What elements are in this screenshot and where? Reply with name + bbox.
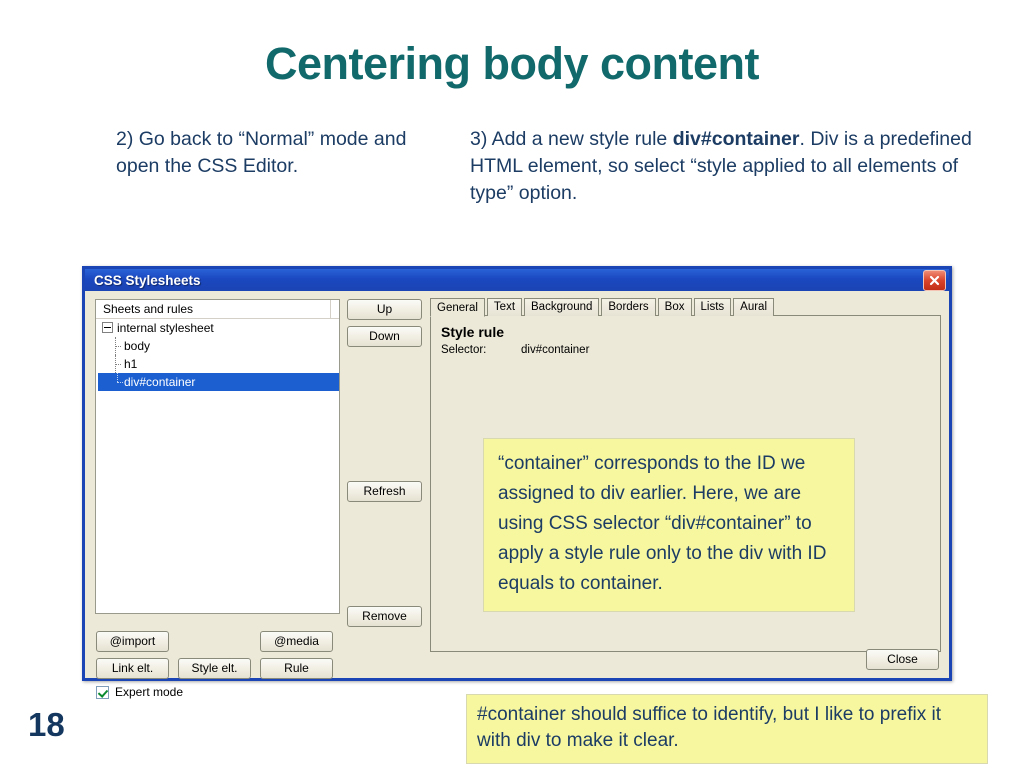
tab-box[interactable]: Box: [657, 298, 692, 316]
move-down-button[interactable]: Down: [347, 326, 422, 347]
remove-button[interactable]: Remove: [347, 606, 422, 627]
expert-mode-checkbox-row[interactable]: Expert mode: [96, 685, 183, 699]
selector-row: Selector: div#container: [441, 344, 930, 356]
dialog-close-button[interactable]: Close: [866, 649, 939, 670]
tree-node-div-container[interactable]: div#container: [98, 373, 339, 391]
tree-item-label: body: [124, 339, 151, 353]
rule-button[interactable]: Rule: [260, 658, 333, 679]
media-button[interactable]: @media: [260, 631, 333, 652]
collapse-toggle-icon[interactable]: [102, 322, 113, 334]
page-title: Centering body content: [265, 38, 760, 89]
instruction-step-2: 2) Go back to “Normal” mode and open the…: [116, 128, 407, 177]
tab-aural[interactable]: Aural: [733, 298, 775, 316]
slide-page-number: 18: [28, 706, 65, 743]
step3-post: . Div is a predefined HTML element, so s…: [470, 128, 972, 204]
selector-value: div#container: [521, 344, 590, 356]
expert-mode-label: Expert mode: [115, 685, 184, 699]
tab-background[interactable]: Background: [524, 298, 600, 316]
checkbox-checked-icon[interactable]: [96, 685, 109, 699]
tree-item-label: div#container: [124, 375, 196, 389]
property-tabs-area: General Text Background Borders Box List…: [430, 297, 941, 652]
link-elt-button[interactable]: Link elt.: [96, 658, 169, 679]
dialog-body: Sheets and rules internal stylesheet bod…: [85, 291, 949, 699]
tree-node-body[interactable]: body: [96, 337, 339, 355]
tab-general[interactable]: General: [430, 298, 485, 317]
dialog-titlebar[interactable]: CSS Stylesheets: [85, 266, 949, 291]
tab-borders[interactable]: Borders: [601, 298, 656, 316]
css-stylesheets-dialog: CSS Stylesheets Sheets and rules interna…: [82, 266, 952, 699]
inner-annotation-note: “container” corresponds to the ID we ass…: [483, 438, 855, 612]
step3-selector: div#container: [672, 128, 800, 150]
move-up-button[interactable]: Up: [347, 299, 422, 320]
tab-text[interactable]: Text: [486, 298, 523, 316]
tab-lists[interactable]: Lists: [693, 298, 732, 316]
style-elt-button[interactable]: Style elt.: [178, 658, 251, 679]
refresh-button[interactable]: Refresh: [347, 481, 422, 502]
tree-node-h1[interactable]: h1: [96, 355, 339, 373]
bottom-annotation-note: #container should suffice to identify, b…: [466, 694, 988, 764]
sheets-and-rules-tree[interactable]: Sheets and rules internal stylesheet bod…: [95, 299, 340, 614]
tree-node-internal-stylesheet[interactable]: internal stylesheet: [96, 319, 339, 337]
tree-item-label: h1: [124, 357, 138, 371]
dialog-title: CSS Stylesheets: [94, 272, 201, 288]
tree-column-header: Sheets and rules: [96, 300, 339, 319]
selector-label: Selector:: [441, 344, 487, 356]
panel-heading: Style rule: [441, 324, 505, 340]
step3-pre: 3) Add a new style rule: [470, 128, 673, 150]
import-button[interactable]: @import: [96, 631, 169, 652]
instruction-step-3: 3) Add a new style rule div#container. D…: [470, 126, 990, 207]
close-icon[interactable]: [923, 269, 946, 291]
tab-strip: General Text Background Borders Box List…: [430, 297, 941, 317]
tree-root-label: internal stylesheet: [117, 321, 214, 335]
general-tab-panel: Style rule Selector: div#container “cont…: [430, 315, 941, 652]
